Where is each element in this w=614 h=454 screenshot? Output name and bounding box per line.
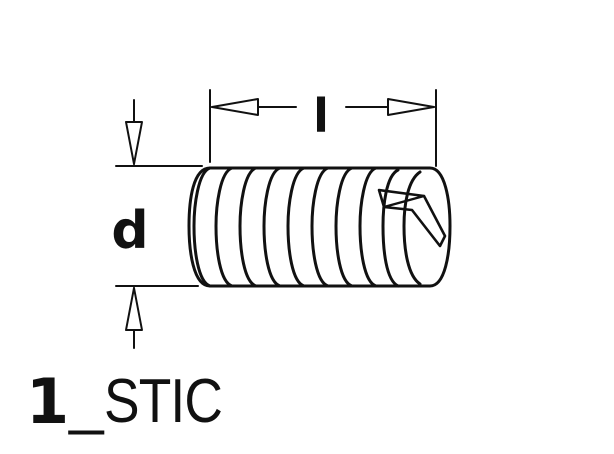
- thread-crest: [214, 166, 234, 288]
- caption-number: 1: [26, 365, 70, 438]
- dimension-length-label: l: [313, 89, 329, 143]
- screw-body-outline: [187, 166, 452, 288]
- thread-crest: [238, 166, 258, 288]
- length-arrow-right: [387, 98, 435, 116]
- diameter-arrow-top: [125, 121, 143, 165]
- thread-crest: [192, 166, 212, 288]
- caption-separator: _: [69, 367, 104, 436]
- length-arrow-left: [211, 98, 259, 116]
- screw-slot-edge: [382, 194, 426, 209]
- thread-crest: [381, 168, 400, 288]
- thread-crest: [310, 166, 330, 288]
- dimension-diameter-label: d: [111, 201, 148, 261]
- thread-crest: [334, 166, 354, 288]
- thread-crest: [286, 166, 306, 288]
- diameter-arrow-bottom: [125, 287, 143, 331]
- screw-end-face: [402, 170, 422, 286]
- thread-crest: [262, 166, 282, 288]
- caption-name: STIC: [103, 367, 223, 436]
- product-caption: 1_STIC: [26, 362, 241, 442]
- thread-crest: [358, 166, 378, 288]
